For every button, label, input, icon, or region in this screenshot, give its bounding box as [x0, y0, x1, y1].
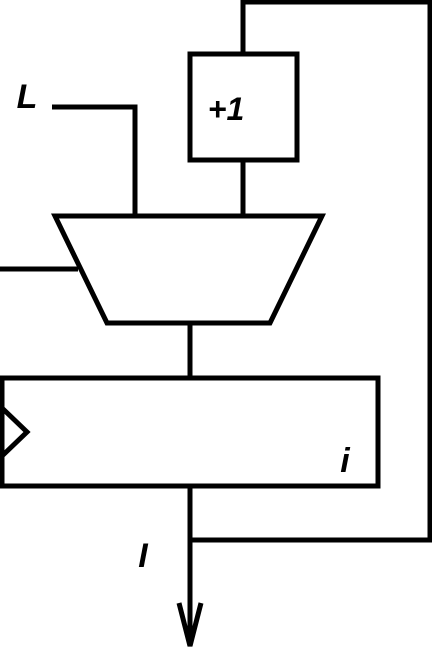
load-input-label: L: [17, 78, 38, 116]
incrementer-label: +1: [208, 91, 244, 127]
feedback-wire: [190, 0, 432, 543]
multiplexer-block: [51, 213, 326, 326]
output-label: I: [138, 537, 149, 575]
register-block: [0, 375, 381, 489]
clock-triangle-icon: [0, 406, 31, 458]
register-name-label: i: [340, 442, 351, 480]
incrementer-block: [187, 51, 300, 163]
load-input-wire: [52, 104, 138, 216]
output-arrow-icon: [176, 602, 204, 647]
